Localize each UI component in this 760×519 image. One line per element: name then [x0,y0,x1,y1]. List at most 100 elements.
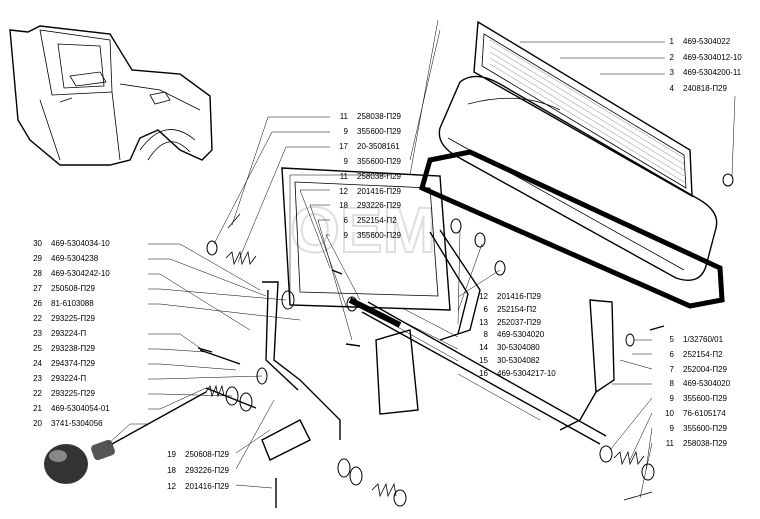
callout-part-number: 469-5304020 [497,330,545,340]
vehicle-outline [9,25,213,166]
callout-number: 15 [479,356,488,365]
callout-part-number: 469-5304012-10 [683,52,742,62]
callout-number: 22 [33,314,42,323]
callout-number: 9 [343,126,348,136]
callout-number: 12 [479,292,488,301]
callout-number: 12 [167,482,176,491]
callout-part-number: 469-5304200-11 [683,68,742,78]
callout-part-number: 355600-П29 [683,423,728,433]
callout-number: 26 [33,299,42,308]
callout-number: 9 [669,394,674,404]
callout-part-number: 20-3508161 [357,141,400,151]
watermark: ОЕМ [290,194,436,266]
callout-number: 8 [483,330,488,340]
callout-part-number: 81-6103088 [51,299,94,308]
callout-part-number: 355600-П29 [683,394,728,404]
callout-part-number: 469-5304242-10 [51,269,110,278]
callout-number: 13 [479,317,488,327]
callout-number: 5 [669,335,674,344]
callout-mid-right-labels: 14 30-5304080 [476,343,540,353]
callout-number: 23 [33,329,42,338]
callout-number: 8 [669,379,674,389]
callout-number: 17 [339,141,348,151]
callout-lower-right-labels: 9 355600-П29 [662,424,727,434]
callout-number: 24 [33,359,42,368]
callout-center-top-labels: 6 252154-П2 [336,216,397,226]
left-lever [199,281,419,461]
callout-part-number: 469-5304022 [683,37,731,46]
callout-number: 18 [167,466,176,475]
callout-number: 14 [479,343,488,353]
callout-number: 11 [339,112,348,121]
callout-part-number: 1/32760/01 [683,335,724,344]
callout-left-labels: 30 469-5304034-10 [30,239,110,249]
callout-number: 4 [669,84,674,94]
callout-left-labels: 22 293225-П29 [30,314,95,324]
callout-number: 9 [343,231,348,241]
callout-part-number: 293226-П29 [357,201,402,211]
callout-part-number: 201416-П29 [185,482,230,491]
callout-lower-right-labels: 10 76-6105174 [662,409,726,419]
callout-part-number: 201416-П29 [357,186,402,196]
callout-part-number: 293226-П29 [185,466,230,475]
callout-left-labels: 26 81-6103088 [30,299,94,309]
callout-part-number: 258038-П29 [683,438,728,448]
callout-number: 9 [669,423,674,433]
callout-part-number: 252154-П2 [357,216,397,226]
callout-center-top-labels: 12 201416-П29 [336,187,401,197]
callout-part-number: 76-6105174 [683,409,726,418]
defroster-assembly [418,20,725,309]
callout-left-labels: 22 293225-П29 [30,389,95,399]
callout-part-number: 293224-П [51,374,87,383]
callout-number: 10 [665,409,674,418]
bracket-plate [281,167,451,311]
callout-part-number: 201416-П29 [497,292,542,301]
callout-bottom-center-labels: 12 201416-П29 [164,482,229,492]
callout-part-number: 355600-П29 [357,156,402,166]
callout-part-number: 469-5304034-10 [51,239,110,248]
callout-center-top-labels: 18 293226-П29 [336,201,401,211]
callout-part-number: 30-5304080 [497,343,540,353]
washers [206,173,734,507]
callout-part-number: 252154-П2 [497,304,537,314]
callout-number: 7 [669,364,674,374]
callout-part-number: 252154-П2 [683,349,723,359]
callout-center-top-labels: 9 355600-П29 [336,157,401,167]
callout-part-number: 293224-П [51,329,87,338]
callout-number: 9 [343,156,348,166]
callout-number: 12 [339,186,348,196]
callout-number: 18 [339,201,348,211]
callout-number: 27 [33,284,42,293]
callout-number: 6 [669,349,674,359]
callout-number: 30 [33,239,42,248]
callout-number: 6 [343,216,348,226]
callout-lower-right-labels: 6 252154-П2 [662,350,723,360]
callout-number: 22 [33,389,42,398]
callout-part-number: 293225-П29 [51,314,96,323]
callout-mid-right-labels: 12 201416-П29 [476,292,541,302]
callout-part-number: 293225-П29 [51,389,96,398]
leader-lines [107,19,736,499]
callout-part-number: 355600-П29 [357,126,402,136]
callout-number: 16 [479,368,488,378]
callout-mid-right-labels: 8 469-5304020 [476,330,545,340]
